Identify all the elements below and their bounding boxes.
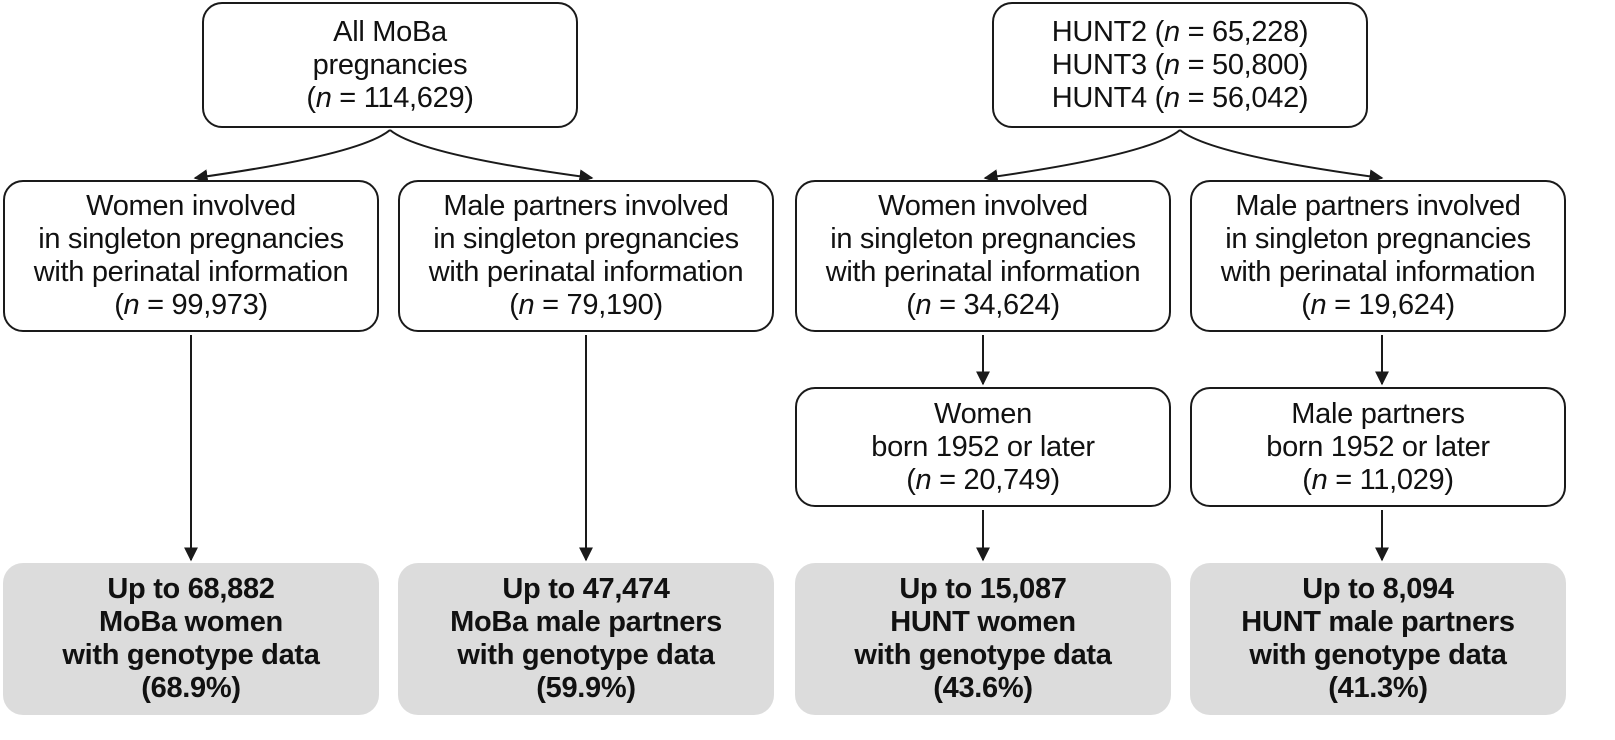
arrow-moba-root-to-women — [193, 129, 391, 184]
hunt-women-result-line-3: with genotype data — [854, 639, 1112, 671]
moba-women-result-line-4: (68.9%) — [141, 672, 241, 704]
hunt-men-count: (n = 19,624) — [1301, 289, 1455, 321]
moba-root-line-1: All MoBa — [333, 15, 447, 48]
moba-women-result-line-3: with genotype data — [62, 639, 320, 671]
hunt-root-row-2: HUNT3 (n = 50,800) — [1051, 48, 1309, 81]
hunt-men-box: Male partners involved in singleton preg… — [1190, 180, 1566, 332]
moba-women-line-2: in singleton pregnancies — [38, 223, 344, 255]
hunt-men-result-line-4: (41.3%) — [1328, 672, 1428, 704]
moba-women-box: Women involved in singleton pregnancies … — [3, 180, 379, 332]
moba-men-line-1: Male partners involved — [443, 190, 729, 222]
hunt-women-line-3: with perinatal information — [825, 256, 1141, 288]
moba-women-count: (n = 99,973) — [114, 289, 268, 321]
arrow-hunt-root-to-men — [1179, 129, 1384, 184]
hunt-root-box: HUNT2 (n = 65,228) HUNT3 (n = 50,800) HU… — [992, 2, 1368, 128]
moba-men-count: (n = 79,190) — [509, 289, 663, 321]
moba-men-line-2: in singleton pregnancies — [433, 223, 739, 255]
moba-men-result-box: Up to 47,474 MoBa male partners with gen… — [398, 563, 774, 715]
hunt-women-line-2: in singleton pregnancies — [830, 223, 1136, 255]
moba-men-line-3: with perinatal information — [428, 256, 744, 288]
moba-men-result-line-4: (59.9%) — [536, 672, 636, 704]
hunt-men-line-1: Male partners involved — [1235, 190, 1521, 222]
hunt-root-row-3: HUNT4 (n = 56,042) — [1051, 81, 1309, 114]
hunt-men-line-3: with perinatal information — [1220, 256, 1536, 288]
hunt-women-box: Women involved in singleton pregnancies … — [795, 180, 1171, 332]
moba-root-count: (n = 114,629) — [306, 81, 474, 114]
hunt-women-born-line-2: born 1952 or later — [871, 430, 1095, 463]
hunt-women-result-line-4: (43.6%) — [933, 672, 1033, 704]
hunt-women-count: (n = 34,624) — [906, 289, 1060, 321]
arrow-hunt-root-to-women — [983, 129, 1181, 184]
hunt-women-born-line-1: Women — [934, 397, 1032, 430]
moba-women-result-line-1: Up to 68,882 — [107, 573, 275, 605]
moba-women-line-3: with perinatal information — [33, 256, 349, 288]
moba-men-box: Male partners involved in singleton preg… — [398, 180, 774, 332]
hunt-men-born-count: (n = 11,029) — [1302, 463, 1454, 496]
moba-root-line-2: pregnancies — [312, 48, 468, 81]
moba-root-box: All MoBa pregnancies (n = 114,629) — [202, 2, 578, 128]
hunt-men-result-line-3: with genotype data — [1249, 639, 1507, 671]
hunt-women-result-box: Up to 15,087 HUNT women with genotype da… — [795, 563, 1171, 715]
hunt-men-result-line-1: Up to 8,094 — [1302, 573, 1454, 605]
hunt-root-row-1: HUNT2 (n = 65,228) — [1051, 15, 1309, 48]
hunt-men-result-line-2: HUNT male partners — [1241, 606, 1515, 638]
hunt-men-born-box: Male partners born 1952 or later (n = 11… — [1190, 387, 1566, 507]
arrow-moba-root-to-men — [389, 129, 594, 184]
hunt-men-born-line-2: born 1952 or later — [1266, 430, 1490, 463]
hunt-men-result-box: Up to 8,094 HUNT male partners with geno… — [1190, 563, 1566, 715]
moba-men-result-line-3: with genotype data — [457, 639, 715, 671]
hunt-women-born-count: (n = 20,749) — [906, 463, 1060, 496]
hunt-women-result-line-2: HUNT women — [890, 606, 1076, 638]
moba-women-line-1: Women involved — [86, 190, 296, 222]
hunt-women-line-1: Women involved — [878, 190, 1088, 222]
moba-men-result-line-1: Up to 47,474 — [502, 573, 670, 605]
hunt-men-line-2: in singleton pregnancies — [1225, 223, 1531, 255]
hunt-men-born-line-1: Male partners — [1291, 397, 1465, 430]
hunt-women-result-line-1: Up to 15,087 — [899, 573, 1067, 605]
moba-men-result-line-2: MoBa male partners — [450, 606, 722, 638]
moba-women-result-box: Up to 68,882 MoBa women with genotype da… — [3, 563, 379, 715]
moba-women-result-line-2: MoBa women — [99, 606, 283, 638]
hunt-women-born-box: Women born 1952 or later (n = 20,749) — [795, 387, 1171, 507]
